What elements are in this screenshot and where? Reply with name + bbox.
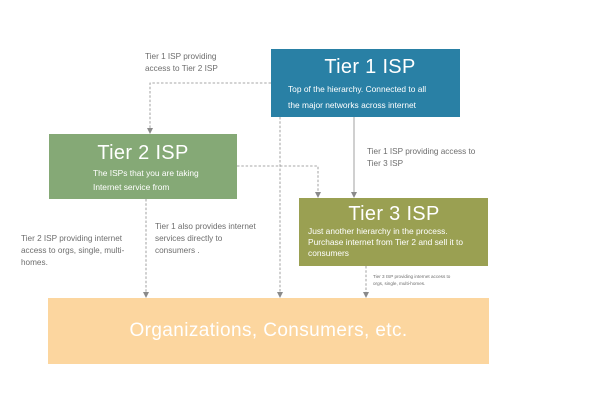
tier3-isp-description-line: Purchase internet from Tier 2 and sell i…	[308, 237, 464, 248]
note-line: services directly to	[155, 234, 223, 243]
note-tier1-to-tier2: Tier 1 ISP providing access to Tier 2 IS…	[145, 51, 218, 75]
note-line: consumers .	[155, 246, 200, 255]
connector-tier1-to-tier2	[147, 82, 271, 134]
tier2-isp-description-line: The ISPs that you are taking	[93, 168, 199, 178]
note-line: Tier 1 ISP providing	[145, 52, 217, 61]
note-line: Tier 2 ISP providing internet	[21, 234, 123, 243]
consumers-box: Organizations, Consumers, etc.	[48, 298, 489, 364]
note-tier2-to-orgs: Tier 2 ISP providing internet access to …	[21, 233, 124, 269]
connector-tier2-to-tier3	[237, 165, 321, 198]
note-tier1-to-consumers: Tier 1 also provides internet services d…	[155, 221, 256, 257]
tier1-isp-title: Tier 1 ISP	[324, 56, 416, 78]
note-tier3-to-orgs: Tier 3 ISP providing internet access to …	[373, 273, 450, 288]
tier1-isp-box: Tier 1 ISP Top of the hierarchy. Connect…	[271, 49, 460, 117]
tier2-isp-description-line: Internet service from	[93, 182, 170, 192]
tier1-isp-description-line: the major networks across internet	[288, 100, 417, 110]
tier3-isp-box: Tier 3 ISP Just another hierarchy in the…	[299, 198, 488, 266]
tier3-isp-description-line: Just another hierarchy in the process.	[308, 226, 448, 236]
note-line: Tier 3 ISP providing internet access to	[373, 274, 451, 279]
note-line: Tier 3 ISP	[367, 159, 404, 168]
tier1-isp-description-line: Top of the hierarchy. Connected to all	[288, 84, 427, 94]
tier2-isp-title: Tier 2 ISP	[97, 142, 189, 164]
note-tier1-to-tier3: Tier 1 ISP providing access to Tier 3 IS…	[367, 146, 475, 170]
consumers-title: Organizations, Consumers, etc.	[129, 320, 408, 341]
tier3-isp-description-line: consumers	[308, 248, 349, 259]
note-line: access to orgs, single, multi-	[21, 246, 125, 255]
note-line: orgs, single, multi-homes.	[373, 281, 426, 287]
note-line: homes.	[21, 258, 48, 267]
note-line: Tier 1 also provides internet	[155, 222, 256, 231]
tier2-isp-box: Tier 2 ISP The ISPs that you are taking …	[49, 134, 237, 199]
note-line: access to Tier 2 ISP	[145, 64, 218, 73]
tier3-isp-title: Tier 3 ISP	[348, 203, 440, 225]
note-line: Tier 1 ISP providing access to	[367, 147, 476, 156]
